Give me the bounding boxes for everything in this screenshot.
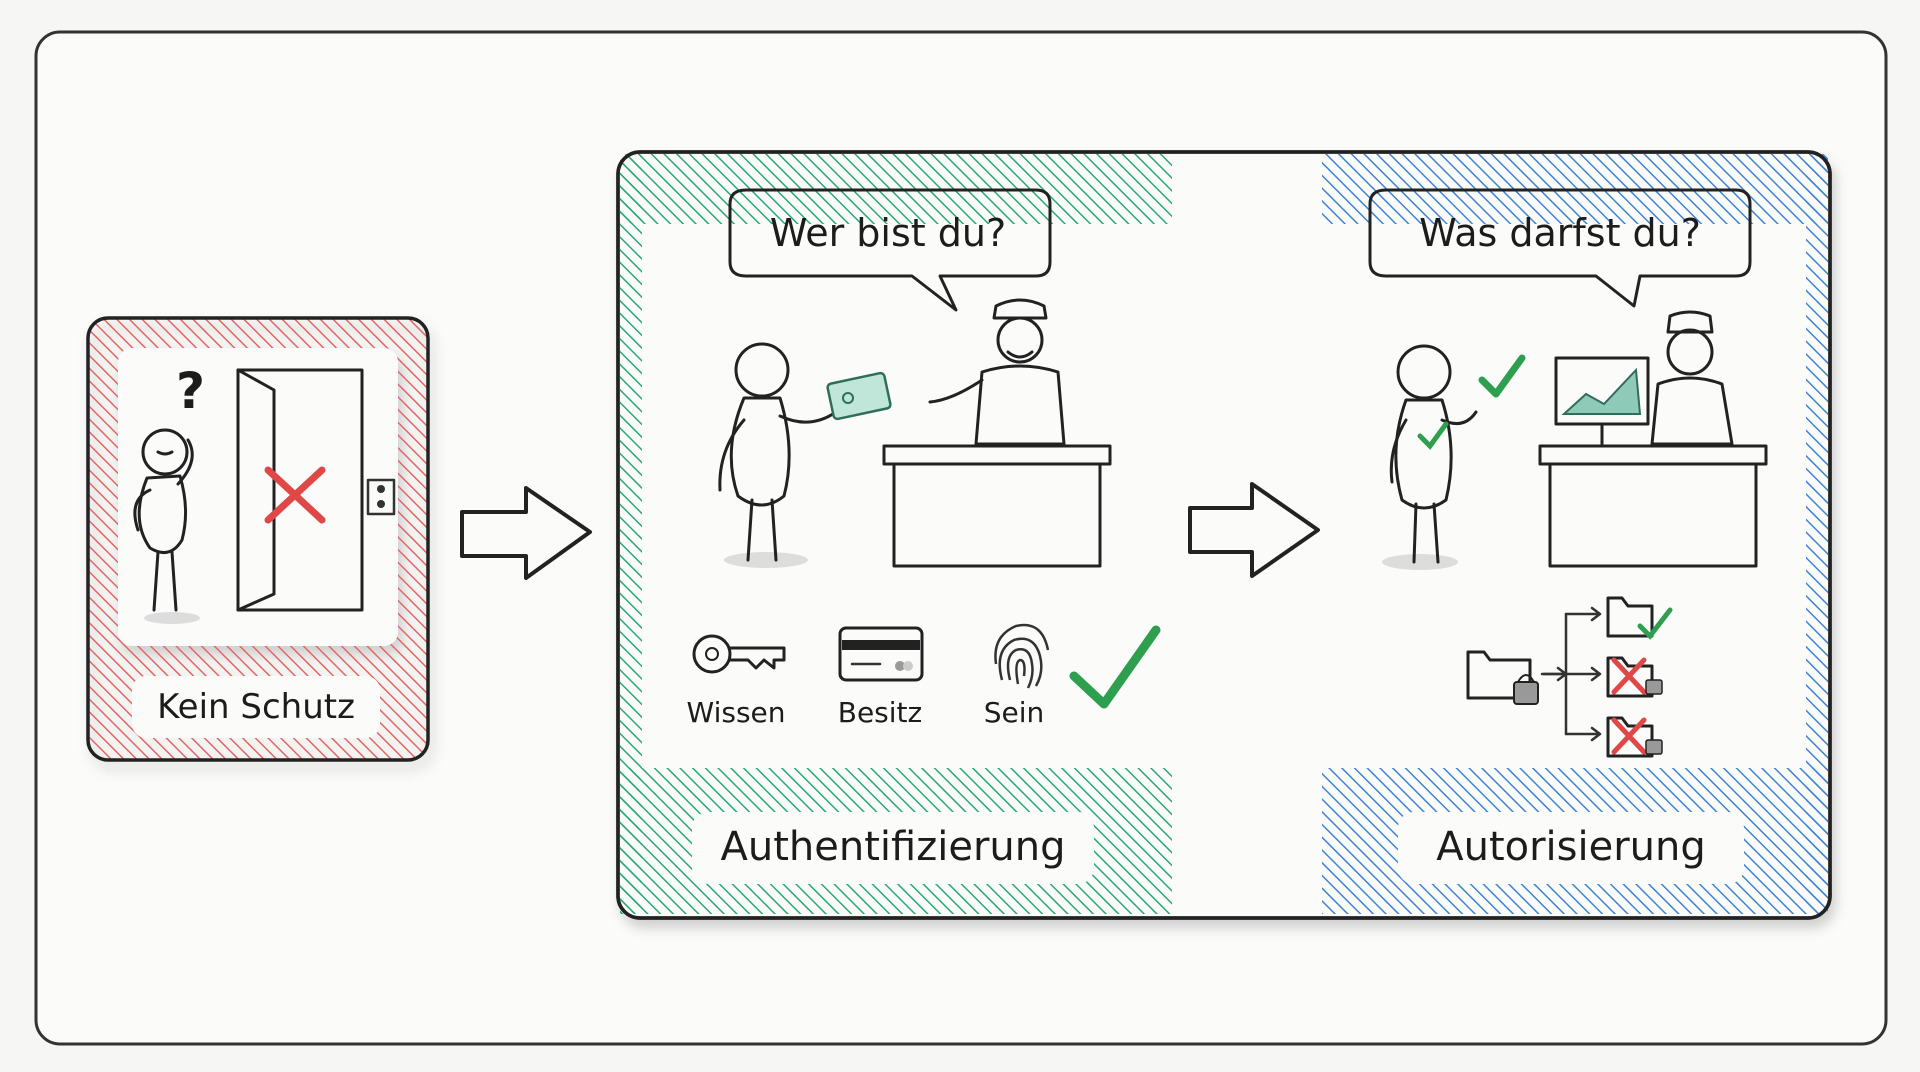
open-door-icon xyxy=(236,368,396,612)
denied-x-icon xyxy=(264,466,326,524)
card-icon xyxy=(838,626,924,682)
denied-folder-icon-2 xyxy=(1606,716,1663,758)
reception-desk-icon xyxy=(882,444,1112,568)
monitor-icon xyxy=(1554,356,1650,446)
no-protection-panel xyxy=(86,316,430,762)
authz-speech-bubble xyxy=(1368,188,1752,308)
fingerprint-icon xyxy=(994,623,1050,689)
authz-label-bg xyxy=(1398,812,1744,884)
confused-person-icon xyxy=(133,428,200,624)
factor-label-wissen: Wissen xyxy=(687,696,786,729)
denied-folder-icon xyxy=(1606,656,1663,698)
authz-question: Was darfst du? xyxy=(1419,211,1701,255)
big-panel-border xyxy=(616,150,1832,920)
authz-desk-icon xyxy=(1538,444,1768,568)
approved-check-icon xyxy=(1478,354,1526,398)
no-protection-label: Kein Schutz xyxy=(157,687,355,727)
factor-label-besitz: Besitz xyxy=(838,696,922,729)
permission-tree-lines xyxy=(1540,606,1602,742)
arrow-right-2 xyxy=(1188,482,1320,578)
auth-label-bg xyxy=(692,812,1094,884)
locked-folder-icon xyxy=(1466,650,1539,705)
administrator-icon xyxy=(1650,310,1734,446)
no-protection-label-bg xyxy=(132,676,380,738)
auth-check-icon xyxy=(1069,625,1161,709)
id-card-icon xyxy=(826,371,892,421)
authz-label: Autorisierung xyxy=(1436,824,1706,870)
allowed-folder-icon xyxy=(1606,596,1673,640)
approved-user-icon xyxy=(1382,344,1478,570)
auth-question: Wer bist du? xyxy=(770,211,1006,255)
auth-label: Authentifizierung xyxy=(721,824,1066,870)
question-mark: ? xyxy=(176,362,205,420)
arrow-right-1 xyxy=(460,486,592,580)
key-icon xyxy=(692,634,786,674)
user-with-id-icon xyxy=(718,342,838,568)
auth-speech-bubble xyxy=(728,188,1052,312)
security-guard-icon xyxy=(928,298,1066,446)
factor-label-sein: Sein xyxy=(984,696,1045,729)
